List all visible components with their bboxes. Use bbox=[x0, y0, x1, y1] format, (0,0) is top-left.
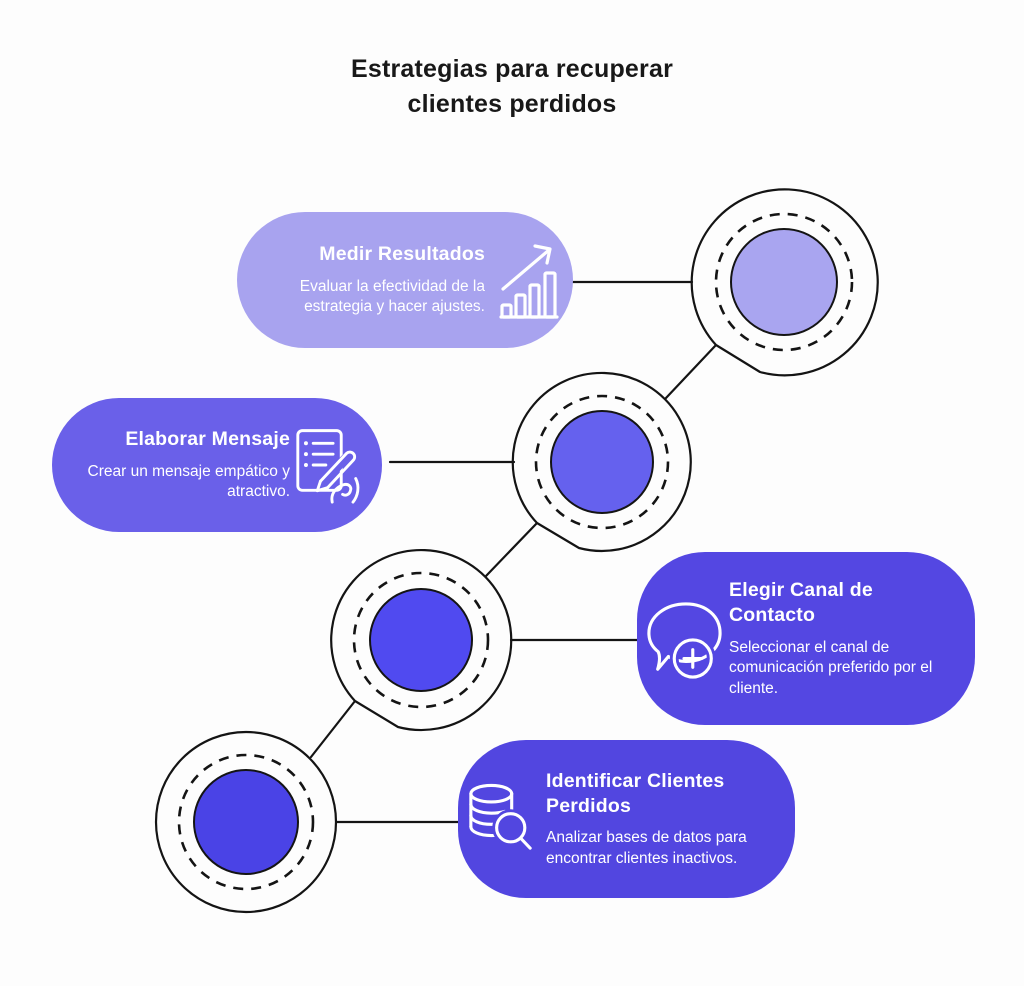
card-description: Seleccionar el canal de comunicación pre… bbox=[729, 638, 933, 697]
step-card-elaborar-mensaje: Elaborar Mensaje Crear un mensaje empáti… bbox=[52, 398, 382, 532]
dashed-ring-medir bbox=[714, 212, 854, 352]
writing-hand-icon bbox=[296, 429, 360, 506]
step-card-identificar-clientes: Identificar Clientes Perdidos Analizar b… bbox=[458, 740, 795, 898]
dashed-ring-elaborar bbox=[534, 394, 670, 530]
core-circles bbox=[193, 228, 838, 875]
card-description: Evaluar la efectividad de la estrategia … bbox=[299, 277, 485, 316]
trend-chart-icon bbox=[499, 244, 559, 319]
dashed-ring-elegir bbox=[352, 571, 490, 709]
core-circle-medir bbox=[730, 228, 838, 336]
page-title: Estrategias para recuperar clientes perd… bbox=[0, 52, 1024, 121]
connectors bbox=[334, 280, 694, 824]
core-circle-elaborar bbox=[550, 410, 654, 514]
card-text-block: Elaborar Mensaje Crear un mensaje empáti… bbox=[78, 427, 290, 502]
step-card-elegir-canal: Elegir Canal de Contacto Seleccionar el … bbox=[637, 552, 975, 725]
icon-halo bbox=[316, 450, 359, 506]
dashed-ring-identificar bbox=[177, 753, 315, 891]
dashed-rings bbox=[177, 212, 854, 891]
card-title: Elegir Canal de Contacto bbox=[729, 578, 873, 627]
core-circle-identificar bbox=[193, 769, 299, 875]
card-text-block: Medir Resultados Evaluar la efectividad … bbox=[279, 242, 485, 317]
card-title: Identificar Clientes Perdidos bbox=[546, 769, 725, 818]
card-title: Elaborar Mensaje bbox=[125, 428, 290, 451]
card-description: Analizar bases de datos para encontrar c… bbox=[546, 829, 747, 867]
card-description: Crear un mensaje empático y atractivo. bbox=[87, 462, 290, 501]
step-card-medir-resultados: Medir Resultados Evaluar la efectividad … bbox=[237, 212, 573, 348]
core-circle-elegir bbox=[369, 588, 473, 692]
card-text-block: Elegir Canal de Contacto Seleccionar el … bbox=[729, 578, 943, 699]
chat-plus-icon bbox=[647, 601, 722, 681]
card-title: Medir Resultados bbox=[319, 243, 485, 266]
card-text-block: Identificar Clientes Perdidos Analizar b… bbox=[546, 769, 764, 870]
database-search-icon bbox=[469, 783, 532, 850]
page-title-text: Estrategias para recuperar clientes perd… bbox=[350, 55, 674, 118]
